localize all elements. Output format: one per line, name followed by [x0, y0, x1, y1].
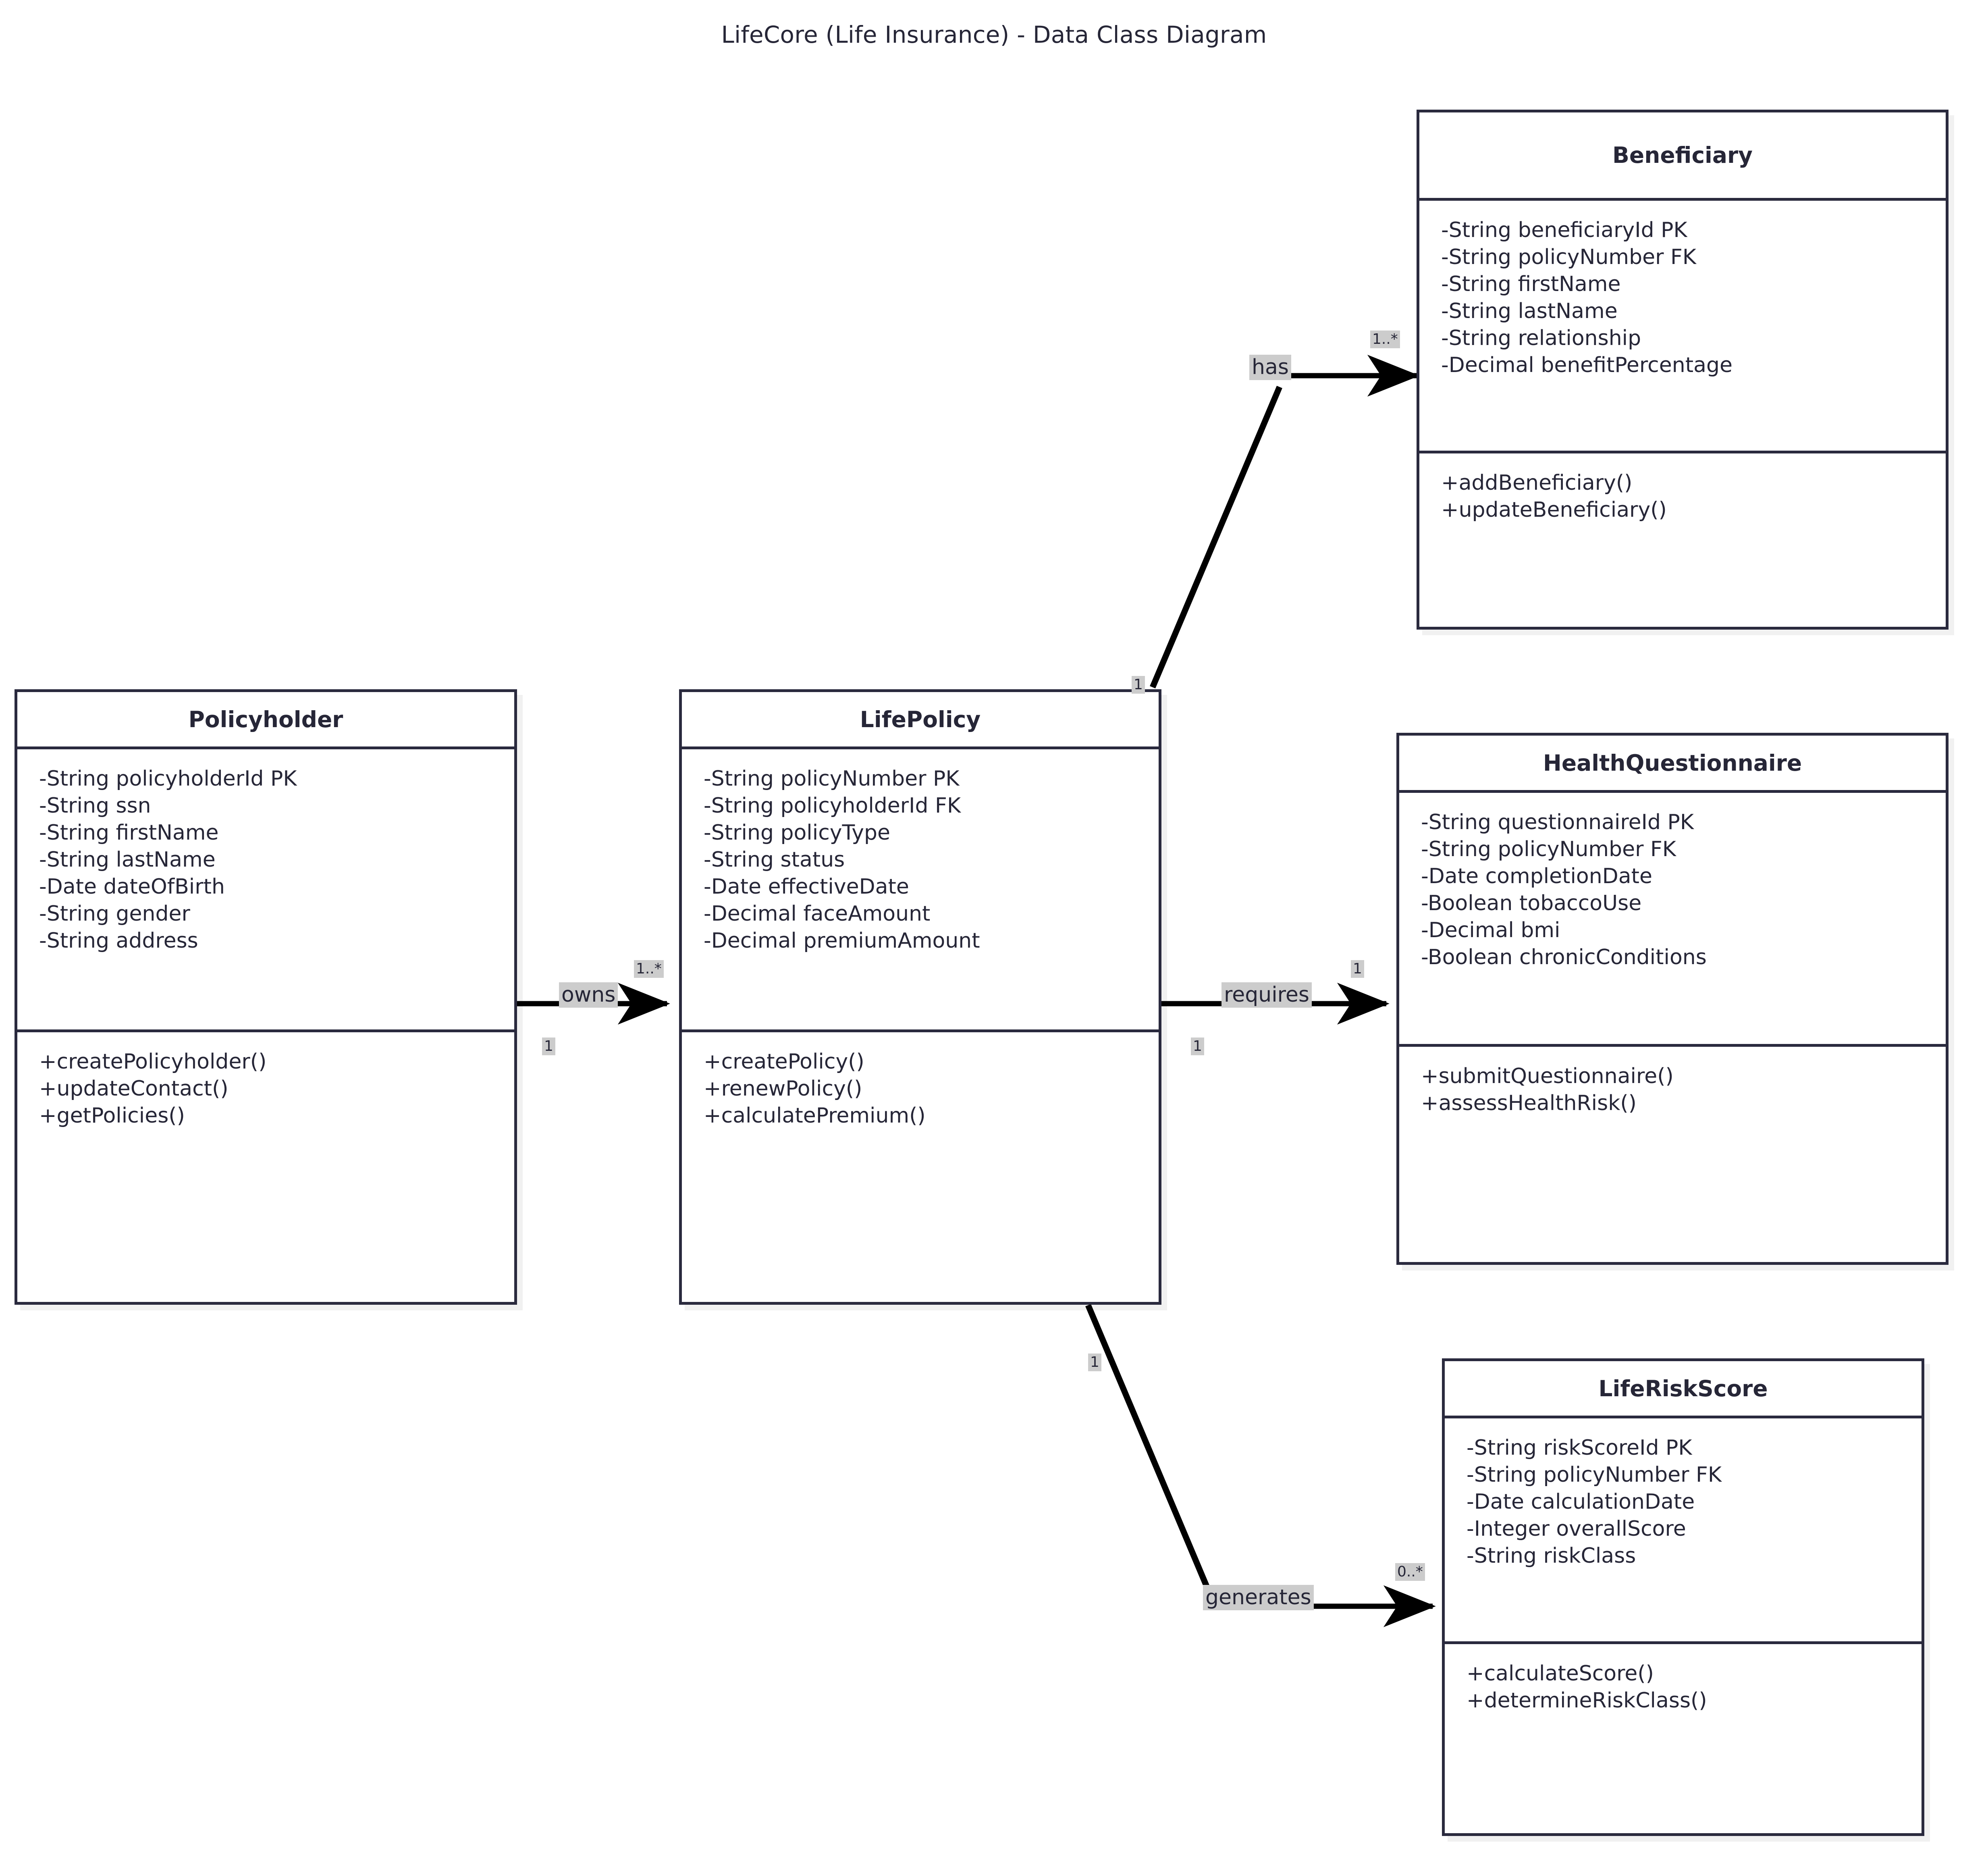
class-attribute: -String riskClass: [1467, 1544, 1636, 1568]
class-box-lifepolicy[interactable]: LifePolicy -String policyNumber PK -Stri…: [679, 689, 1161, 1305]
edge-multiplicity-owns-source: 1: [542, 1038, 555, 1055]
class-method: +submitQuestionnaire(): [1421, 1064, 1674, 1088]
class-attribute: -String policyNumber FK: [1467, 1463, 1722, 1487]
class-attribute: -String address: [39, 929, 198, 953]
class-method: +calculateScore(): [1467, 1661, 1654, 1686]
edge-multiplicity-requires-target: 1: [1351, 960, 1364, 978]
class-title-row-policyholder: Policyholder: [17, 692, 514, 749]
edge-generates-diagonal: [1085, 1304, 1218, 1607]
class-method: +updateContact(): [39, 1077, 229, 1101]
class-name-healthquestionnaire: HealthQuestionnaire: [1543, 750, 1802, 776]
class-attribute: -String riskScoreId PK: [1467, 1436, 1692, 1460]
class-methods-policyholder: +createPolicyholder() +updateContact() +…: [17, 1032, 514, 1146]
class-attribute: -Decimal benefitPercentage: [1441, 353, 1732, 378]
class-method: +calculatePremium(): [704, 1104, 926, 1128]
class-attribute: -String firstName: [1441, 272, 1621, 297]
class-box-beneficiary[interactable]: Beneficiary -String beneficiaryId PK -St…: [1417, 110, 1949, 630]
edge-label-owns: owns: [559, 982, 618, 1008]
class-attribute: -String gender: [39, 902, 190, 926]
class-method: +addBeneficiary(): [1441, 471, 1633, 495]
class-attribute: -String firstName: [39, 821, 219, 845]
class-method: +createPolicyholder(): [39, 1050, 267, 1074]
class-attributes-healthquestionnaire: -String questionnaireId PK -String polic…: [1399, 793, 1946, 1047]
class-attribute: -Date dateOfBirth: [39, 875, 225, 899]
edge-multiplicity-generates-target: 0..*: [1395, 1563, 1425, 1581]
class-title-row-beneficiary: Beneficiary: [1419, 112, 1946, 201]
class-method: +assessHealthRisk(): [1421, 1091, 1637, 1116]
class-attribute: -String policyNumber PK: [704, 767, 960, 791]
class-name-beneficiary: Beneficiary: [1612, 142, 1753, 168]
class-title-row-liferiskscore: LifeRiskScore: [1445, 1361, 1922, 1418]
class-attribute: -Boolean chronicConditions: [1421, 945, 1707, 970]
class-attribute: -Date completionDate: [1421, 864, 1652, 889]
class-name-policyholder: Policyholder: [188, 706, 343, 732]
class-method: +updateBeneficiary(): [1441, 498, 1667, 522]
edge-multiplicity-has-source: 1: [1132, 676, 1145, 694]
class-box-policyholder[interactable]: Policyholder -String policyholderId PK -…: [15, 689, 517, 1305]
class-attribute: -String policyNumber FK: [1441, 245, 1696, 270]
edge-has-diagonal: [1150, 386, 1282, 688]
edge-label-requires: requires: [1221, 982, 1312, 1008]
class-attribute: -Decimal premiumAmount: [704, 929, 980, 953]
class-attribute: -String policyholderId PK: [39, 767, 297, 791]
class-attributes-liferiskscore: -String riskScoreId PK -String policyNum…: [1445, 1418, 1922, 1644]
class-attributes-lifepolicy: -String policyNumber PK -String policyho…: [682, 749, 1159, 1032]
edge-label-generates: generates: [1203, 1585, 1314, 1611]
class-attribute: -Decimal faceAmount: [704, 902, 931, 926]
class-method: +renewPolicy(): [704, 1077, 862, 1101]
class-methods-liferiskscore: +calculateScore() +determineRiskClass(): [1445, 1644, 1922, 1730]
edge-multiplicity-requires-source: 1: [1191, 1038, 1204, 1055]
class-method: +determineRiskClass(): [1467, 1688, 1707, 1713]
class-attribute: -String questionnaireId PK: [1421, 810, 1694, 834]
class-title-row-lifepolicy: LifePolicy: [682, 692, 1159, 749]
class-attribute: -String lastName: [1441, 299, 1618, 324]
class-attribute: -Integer overallScore: [1467, 1517, 1686, 1541]
class-methods-beneficiary: +addBeneficiary() +updateBeneficiary(): [1419, 453, 1946, 540]
edge-multiplicity-owns-target: 1..*: [634, 960, 664, 978]
edge-multiplicity-generates-source: 1: [1088, 1354, 1101, 1371]
class-attribute: -String ssn: [39, 794, 151, 818]
class-method: +createPolicy(): [704, 1050, 864, 1074]
class-attribute: -String policyNumber FK: [1421, 837, 1676, 862]
class-attribute: -String status: [704, 848, 845, 872]
class-attributes-beneficiary: -String beneficiaryId PK -String policyN…: [1419, 201, 1946, 453]
page-title: LifeCore (Life Insurance) - Data Class D…: [721, 21, 1267, 48]
class-attribute: -String relationship: [1441, 326, 1641, 351]
class-box-healthquestionnaire[interactable]: HealthQuestionnaire -String questionnair…: [1396, 733, 1949, 1265]
edge-label-has: has: [1249, 355, 1291, 381]
edge-multiplicity-has-target: 1..*: [1370, 331, 1400, 348]
class-attribute: -Date effectiveDate: [704, 875, 909, 899]
class-name-lifepolicy: LifePolicy: [860, 706, 981, 732]
class-attribute: -String lastName: [39, 848, 216, 872]
class-attribute: -String beneficiaryId PK: [1441, 218, 1687, 242]
class-attribute: -String policyholderId FK: [704, 794, 961, 818]
class-methods-healthquestionnaire: +submitQuestionnaire() +assessHealthRisk…: [1399, 1047, 1946, 1133]
class-method: +getPolicies(): [39, 1104, 185, 1128]
class-attributes-policyholder: -String policyholderId PK -String ssn -S…: [17, 749, 514, 1032]
class-attribute: -Date calculationDate: [1467, 1490, 1695, 1514]
class-box-liferiskscore[interactable]: LifeRiskScore -String riskScoreId PK -St…: [1442, 1358, 1924, 1836]
class-title-row-healthquestionnaire: HealthQuestionnaire: [1399, 736, 1946, 793]
class-methods-lifepolicy: +createPolicy() +renewPolicy() +calculat…: [682, 1032, 1159, 1146]
class-attribute: -Boolean tobaccoUse: [1421, 891, 1642, 916]
class-name-liferiskscore: LifeRiskScore: [1598, 1375, 1768, 1401]
class-attribute: -Decimal bmi: [1421, 918, 1560, 943]
class-attribute: -String policyType: [704, 821, 890, 845]
